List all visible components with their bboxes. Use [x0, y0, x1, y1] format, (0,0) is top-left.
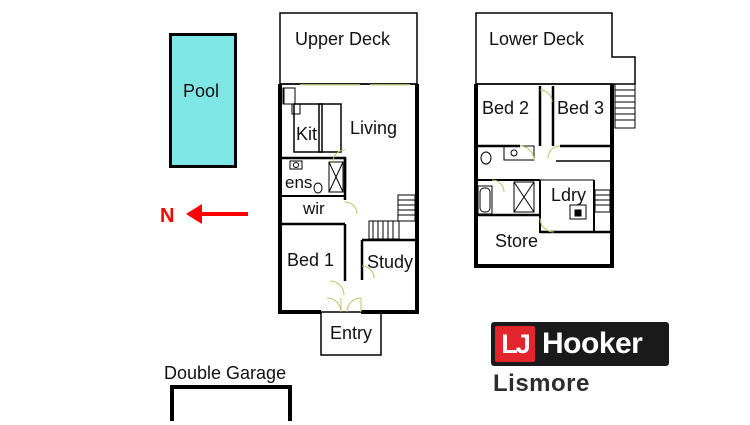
- wir-label: wir: [302, 199, 325, 218]
- exterior-stairs: [614, 83, 636, 129]
- upper-deck-label: Upper Deck: [295, 29, 391, 49]
- lower-house-walls: [474, 84, 614, 268]
- logo-wordmark: Hooker: [542, 327, 643, 360]
- north-label: N: [160, 205, 174, 227]
- kitchen-bench: [293, 103, 323, 153]
- lower-deck-label: Lower Deck: [489, 29, 585, 49]
- north-arrow-icon: [186, 204, 248, 224]
- study-label: Study: [367, 252, 413, 272]
- office-name: Lismore: [493, 370, 590, 397]
- garage-label: Double Garage: [164, 363, 286, 383]
- logo-mark: LJ: [501, 329, 531, 359]
- living-label: Living: [350, 118, 397, 138]
- entry-porch: [320, 311, 382, 356]
- lower-floor-plan: [474, 12, 636, 268]
- bed2-label: Bed 2: [482, 98, 529, 118]
- garage-outline: [170, 385, 292, 421]
- store-label: Store: [495, 231, 538, 251]
- upper-floor-plan: [278, 12, 419, 356]
- logo-mark-background: [495, 326, 535, 362]
- kitchen-label: Kit: [296, 124, 317, 144]
- pool-label: Pool: [183, 81, 219, 101]
- entry-label: Entry: [330, 323, 372, 343]
- bed3-label: Bed 3: [557, 98, 604, 118]
- ensuite-label: ens: [285, 173, 312, 192]
- pool-water: [172, 36, 234, 165]
- bed1-label: Bed 1: [287, 250, 334, 270]
- laundry-label: Ldry: [551, 185, 586, 205]
- upper-stairs: [368, 220, 400, 240]
